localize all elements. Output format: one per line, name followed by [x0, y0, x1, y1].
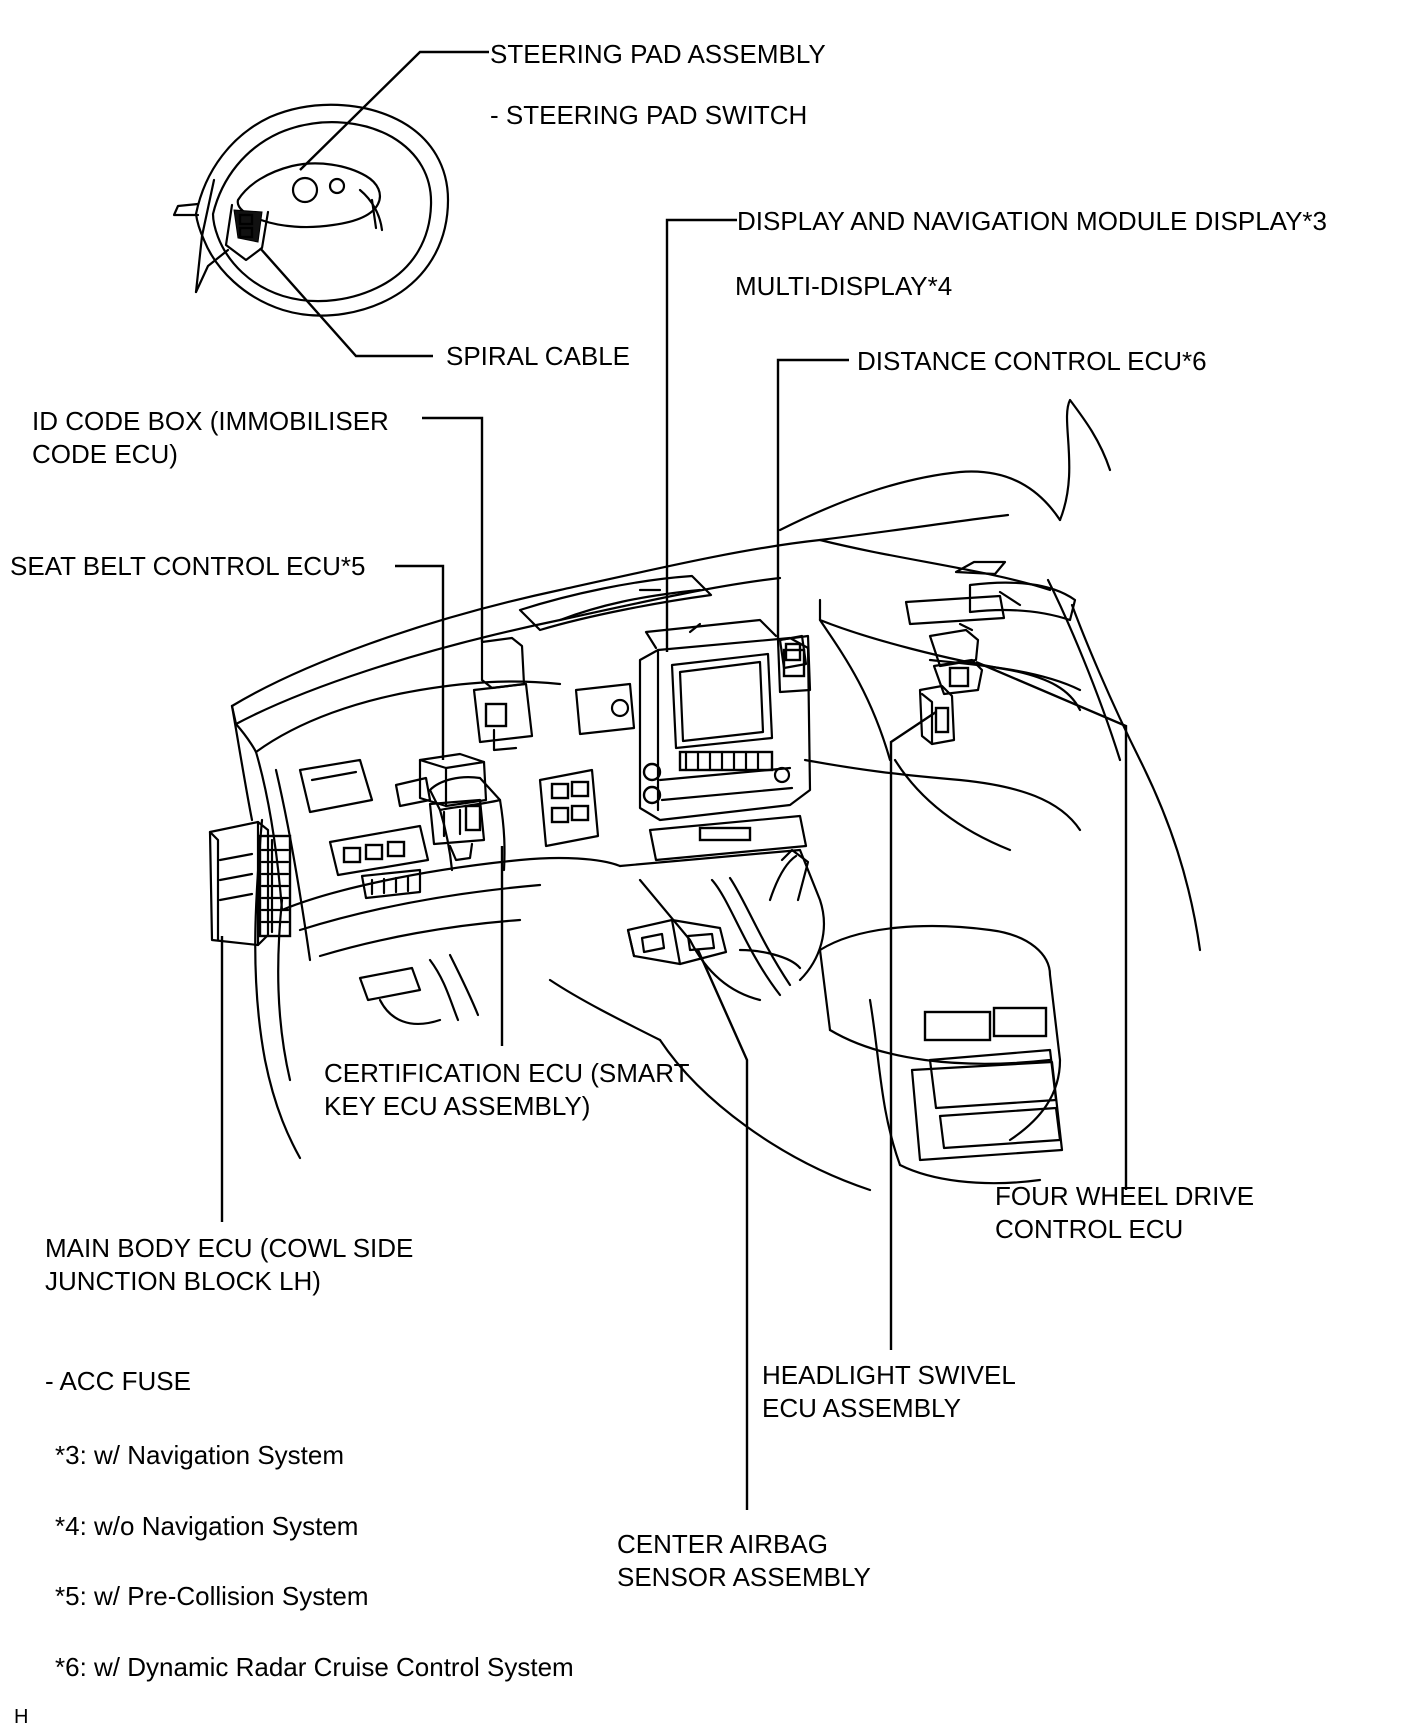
label-certification-ecu: CERTIFICATION ECU (SMART KEY ECU ASSEMBL… [324, 1057, 689, 1123]
footnote-6: *6: w/ Dynamic Radar Cruise Control Syst… [55, 1652, 574, 1682]
leader-lines [220, 50, 1128, 1510]
leader-distance-control [776, 358, 849, 640]
leader-steering-pad [299, 50, 489, 171]
label-main-body-ecu-line1: MAIN BODY ECU (COWL SIDE [45, 1233, 414, 1263]
leader-spiral-cable [259, 247, 433, 358]
leader-display-navigation [665, 218, 737, 652]
label-center-airbag-sensor: CENTER AIRBAG SENSOR ASSEMBLY [617, 1528, 871, 1594]
label-main-body-ecu: MAIN BODY ECU (COWL SIDE JUNCTION BLOCK … [45, 1232, 413, 1298]
leader-headlight-swivel [889, 711, 937, 1350]
label-center-airbag-line1: CENTER AIRBAG [617, 1529, 828, 1559]
four-wheel-drive-ecu-drawing [928, 622, 984, 696]
label-headlight-swivel-line1: HEADLIGHT SWIVEL [762, 1360, 1016, 1390]
label-center-airbag-line2: SENSOR ASSEMBLY [617, 1562, 871, 1592]
label-main-body-ecu-line2: JUNCTION BLOCK LH) [45, 1266, 321, 1296]
footnote-5: *5: w/ Pre-Collision System [55, 1581, 369, 1611]
corner-mark: H [14, 1706, 29, 1728]
label-spiral-cable: SPIRAL CABLE [446, 341, 631, 371]
label-steering-pad-assembly: STEERING PAD ASSEMBLY [490, 39, 826, 69]
label-id-code-box-line2: CODE ECU) [32, 439, 178, 469]
label-seat-belt-control-ecu: SEAT BELT CONTROL ECU*5 [10, 551, 366, 581]
leader-seat-belt [395, 564, 445, 760]
label-headlight-swivel-line2: ECU ASSEMBLY [762, 1393, 961, 1423]
leader-center-airbag [696, 949, 749, 1510]
leader-id-code-box [422, 416, 484, 642]
leader-four-wheel-drive [975, 660, 1128, 1190]
ecu-components [208, 622, 984, 966]
label-acc-fuse: - ACC FUSE [45, 1366, 191, 1396]
center-airbag-sensor-drawing [626, 918, 728, 966]
footnote-3: *3: w/ Navigation System [55, 1440, 345, 1470]
steering-wheel-illustration [172, 103, 450, 317]
footnote-4: *4: w/o Navigation System [55, 1511, 359, 1541]
headlight-swivel-ecu-drawing [918, 684, 956, 746]
label-steering-pad-switch: - STEERING PAD SWITCH [490, 100, 808, 130]
label-id-code-box-line1: ID CODE BOX (IMMOBILISER [32, 406, 389, 436]
main-body-ecu-drawing [208, 820, 292, 947]
label-display-navigation: DISPLAY AND NAVIGATION MODULE DISPLAY*3 [737, 206, 1327, 236]
label-certification-ecu-line1: CERTIFICATION ECU (SMART [324, 1058, 690, 1088]
label-certification-ecu-line2: KEY ECU ASSEMBLY) [324, 1091, 591, 1121]
distance-control-ecu-drawing [778, 634, 808, 670]
label-four-wheel-drive-line1: FOUR WHEEL DRIVE [995, 1181, 1255, 1211]
label-four-wheel-drive-line2: CONTROL ECU [995, 1214, 1184, 1244]
label-four-wheel-drive-ecu: FOUR WHEEL DRIVE CONTROL ECU [995, 1180, 1254, 1246]
label-headlight-swivel-ecu: HEADLIGHT SWIVEL ECU ASSEMBLY [762, 1359, 1016, 1425]
label-multi-display: MULTI-DISPLAY*4 [735, 271, 953, 301]
id-code-box-drawing [472, 636, 534, 752]
label-id-code-box: ID CODE BOX (IMMOBILISER CODE ECU) [32, 405, 389, 471]
certification-ecu-drawing [418, 752, 488, 862]
label-distance-control-ecu: DISTANCE CONTROL ECU*6 [857, 346, 1207, 376]
